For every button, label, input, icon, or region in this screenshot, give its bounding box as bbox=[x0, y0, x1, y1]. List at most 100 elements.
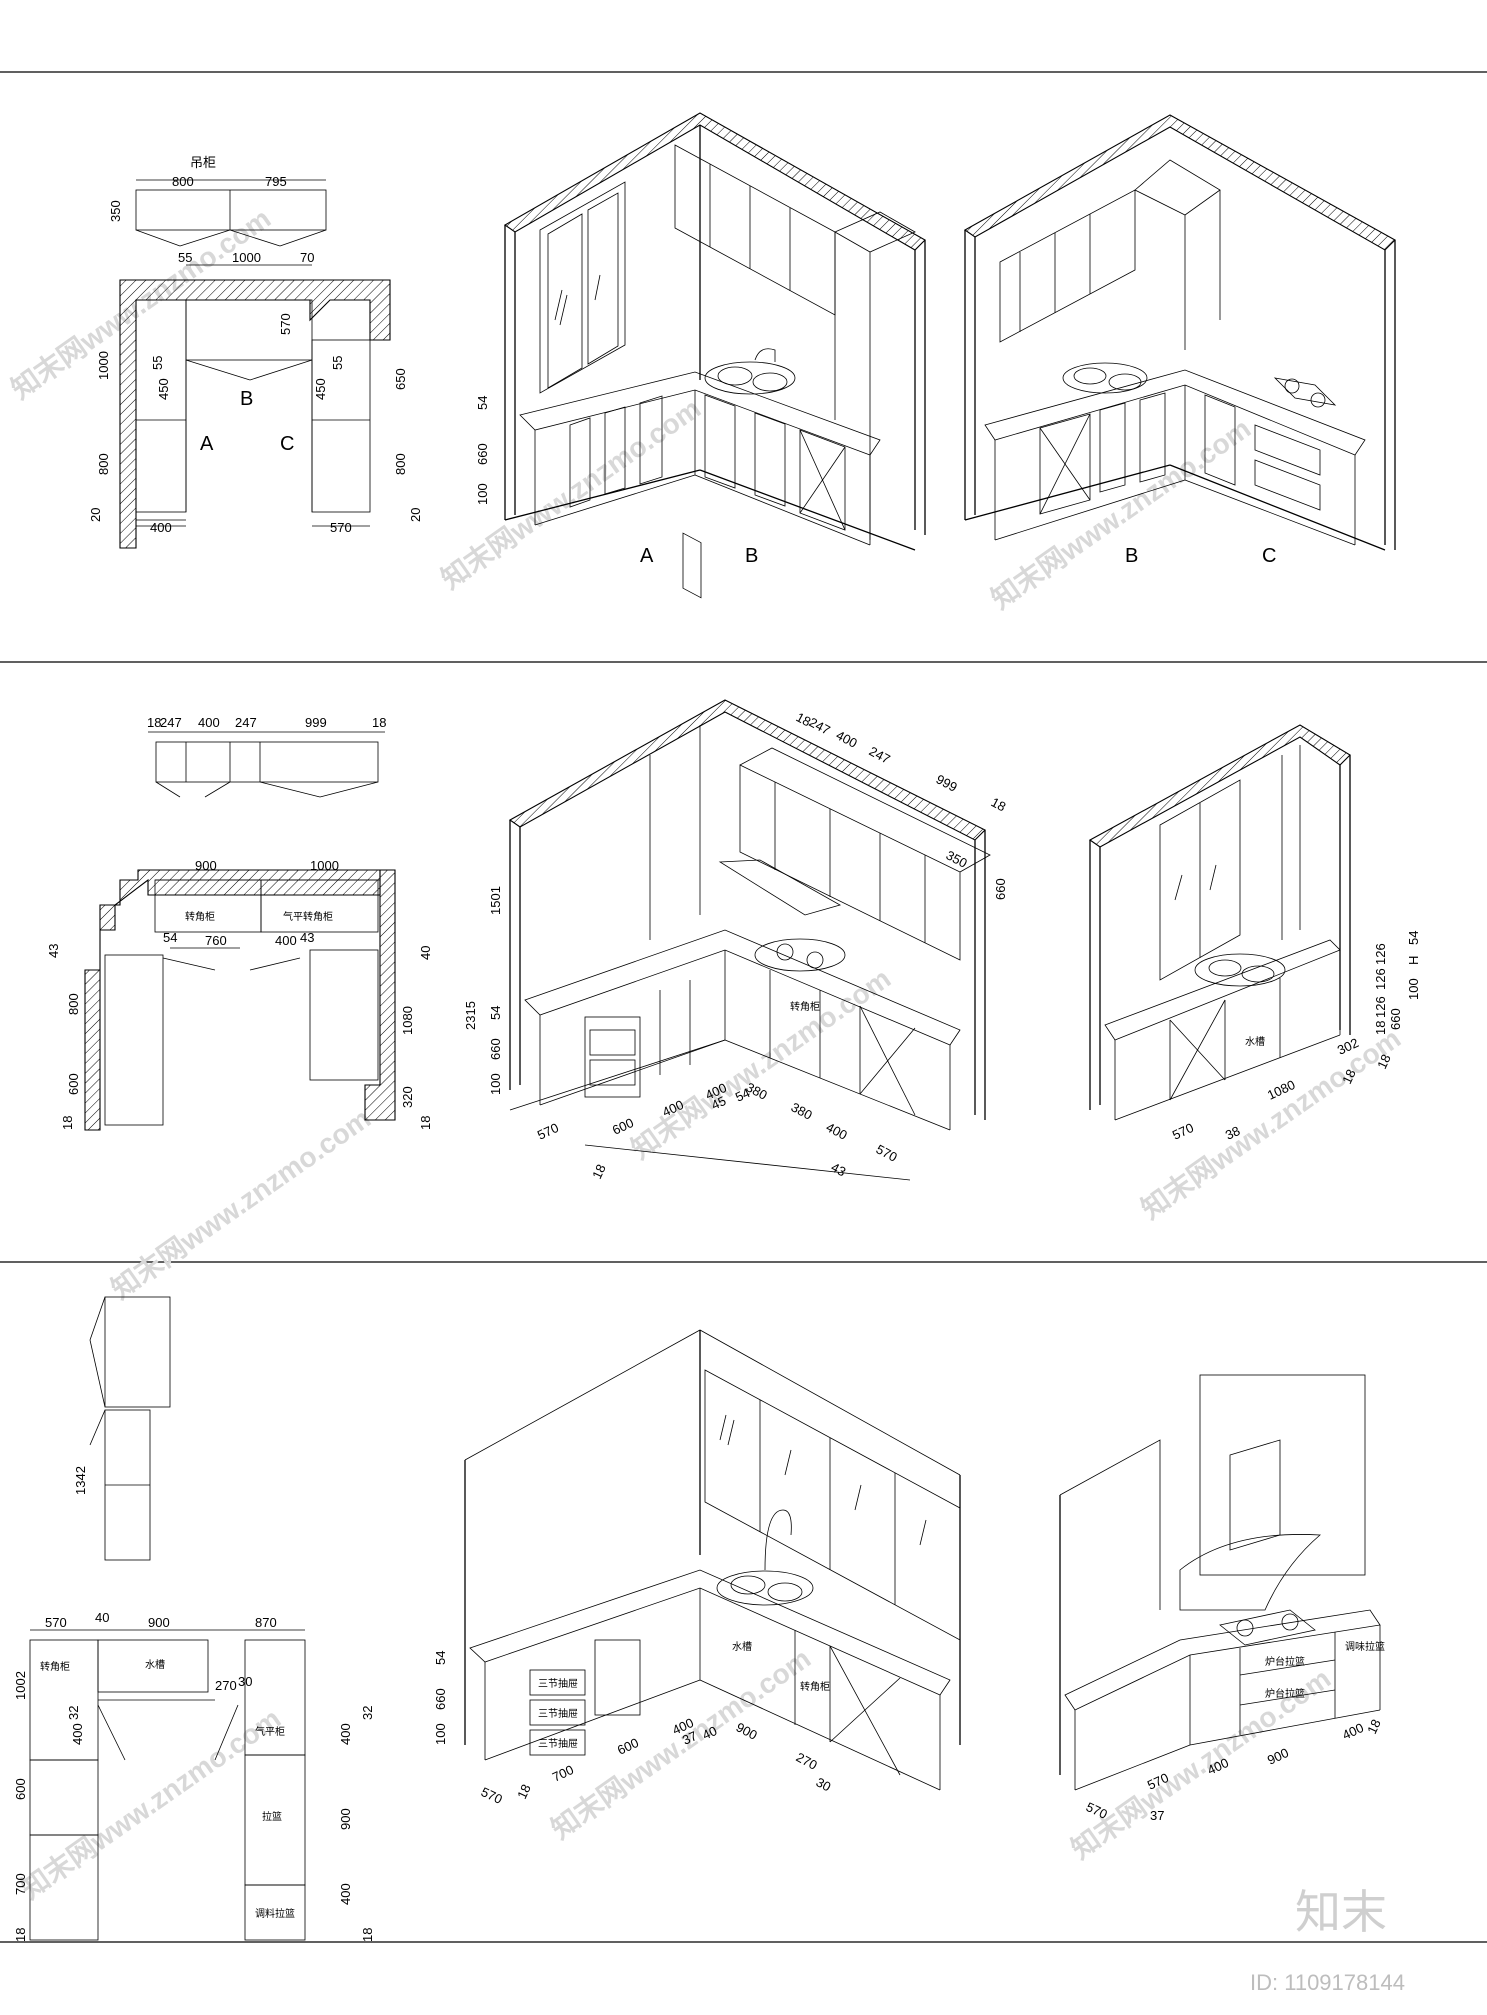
dim-label: 570 bbox=[330, 520, 352, 535]
brand-logo: 知末 bbox=[1295, 1885, 1387, 1939]
watermark: 知末网www.znzmo.com bbox=[545, 1642, 816, 1845]
dim-label: 800 bbox=[172, 174, 194, 189]
dim-label: 570 bbox=[1170, 1120, 1196, 1143]
dim-label: 1000 bbox=[96, 351, 111, 380]
dim-label: 54 bbox=[1406, 931, 1421, 945]
dim-label: 38 bbox=[1223, 1123, 1242, 1143]
watermark: 知末网www.znzmo.com bbox=[1135, 1022, 1406, 1225]
cabinet-label: 水槽 bbox=[732, 1640, 752, 1653]
dim-label: 43 bbox=[829, 1159, 849, 1179]
dim-label: 700 bbox=[13, 1873, 28, 1895]
dim-label: 18 bbox=[514, 1782, 534, 1801]
dim-label: 400 bbox=[275, 933, 297, 948]
dim-label: 900 bbox=[338, 1808, 353, 1830]
dim-label: 吊柜 bbox=[190, 155, 216, 170]
drawer-label: 三节抽屉 bbox=[538, 1677, 578, 1690]
panel1-top-plan: 吊柜 800 795 350 bbox=[108, 155, 327, 247]
dim-label: 20 bbox=[408, 508, 423, 522]
dim-label: 40 bbox=[95, 1610, 109, 1625]
cabinet-label: 气平转角柜 bbox=[283, 910, 333, 923]
cabinet-label: 水槽 bbox=[1245, 1035, 1265, 1048]
dim-label: 43 bbox=[46, 944, 61, 958]
dim-label: 350 bbox=[108, 200, 123, 222]
dim-label: 999 bbox=[934, 771, 960, 794]
dim-label: 70 bbox=[300, 250, 314, 265]
dim-label: 18 bbox=[418, 1116, 433, 1130]
dim-label: 54 bbox=[433, 1651, 448, 1665]
dim-label: 18 bbox=[589, 1162, 609, 1181]
dim-label: 18 bbox=[1364, 1717, 1384, 1736]
dim-label: 45 bbox=[709, 1093, 728, 1113]
dim-label: 18 bbox=[372, 715, 386, 730]
dim-label: H bbox=[1406, 956, 1421, 965]
cabinet-label: 转角柜 bbox=[40, 1660, 70, 1673]
dim-label: 37 bbox=[1150, 1808, 1164, 1823]
view-label: B bbox=[1125, 545, 1138, 567]
cabinet-label: 炉台拉篮 bbox=[1265, 1687, 1305, 1700]
dim-label: 1342 bbox=[73, 1466, 88, 1495]
dim-label: 20 bbox=[88, 508, 103, 522]
dim-label: 55 bbox=[330, 356, 345, 370]
dim-label: 54 bbox=[733, 1085, 752, 1105]
panel3-floor-plan: 570 40 900 870 270 30 1002 32 400 600 70… bbox=[13, 1610, 375, 1942]
panel2-iso-view-right: 水槽 54 H 126 126 126 18 100 660 302 18 18… bbox=[1088, 724, 1421, 1143]
dim-label: 350 bbox=[944, 847, 970, 870]
brand-footer: 知末 ID: 1109178144 bbox=[1250, 1885, 1405, 1995]
panel3-iso-view-right: 炉台拉篮 炉台拉篮 调味拉篮 570 570 37 400 900 400 18 bbox=[1059, 1374, 1385, 1823]
dim-label: 400 bbox=[1340, 1720, 1366, 1743]
view-label: A bbox=[640, 545, 654, 567]
dim-label: 18 bbox=[147, 715, 161, 730]
dim-label: 320 bbox=[400, 1086, 415, 1108]
dim-label: 660 bbox=[1388, 1008, 1403, 1030]
dim-label: 18 bbox=[1374, 1052, 1394, 1071]
panel1-floor-plan: 55 1000 70 1000 800 20 55 450 570 55 450… bbox=[88, 250, 423, 549]
dim-label: 40 bbox=[700, 1723, 719, 1743]
dim-label: 800 bbox=[66, 993, 81, 1015]
dim-label: 55 bbox=[150, 356, 165, 370]
dim-label: 450 bbox=[156, 378, 171, 400]
image-id: ID: 1109178144 bbox=[1250, 1970, 1405, 1995]
dim-label: 600 bbox=[66, 1073, 81, 1095]
dim-label: 54 bbox=[475, 396, 490, 410]
dim-label: 1000 bbox=[232, 250, 261, 265]
watermark: 知末网www.znzmo.com bbox=[15, 1702, 286, 1905]
dim-label: 570 bbox=[535, 1120, 561, 1143]
cabinet-label: 转角柜 bbox=[800, 1680, 830, 1693]
dim-label: 650 bbox=[393, 368, 408, 390]
watermark: 知末网www.znzmo.com bbox=[5, 202, 276, 405]
dim-label: 32 bbox=[66, 1706, 81, 1720]
dim-label: 40 bbox=[418, 946, 433, 960]
cabinet-label: 转角柜 bbox=[790, 1000, 820, 1013]
dim-label: 570 bbox=[45, 1615, 67, 1630]
drawer-label: 三节抽屉 bbox=[538, 1707, 578, 1720]
cabinet-label: 转角柜 bbox=[185, 910, 215, 923]
panel2-floor-plan: 900 1000 转角柜 气平转角柜 54 760 400 43 43 800 … bbox=[46, 858, 433, 1131]
dim-label: 600 bbox=[13, 1778, 28, 1800]
dim-label: 400 bbox=[70, 1723, 85, 1745]
dim-label: 247 bbox=[867, 743, 893, 766]
panel3-iso-view-main: 三节抽屉 三节抽屉 三节抽屉 水槽 转角柜 54 660 100 570 18 … bbox=[433, 1329, 961, 1807]
dim-label: 600 bbox=[615, 1735, 641, 1758]
dim-label: 1002 bbox=[13, 1671, 28, 1700]
dim-label: 400 bbox=[338, 1723, 353, 1745]
zone-label: C bbox=[280, 433, 294, 455]
dim-label: 247 bbox=[235, 715, 257, 730]
drawer-label: 三节抽屉 bbox=[538, 1737, 578, 1750]
dim-label: 18 bbox=[794, 709, 814, 729]
dim-label: 400 bbox=[338, 1883, 353, 1905]
dim-label: 100 bbox=[488, 1073, 503, 1095]
dim-label: 18 bbox=[13, 1928, 28, 1942]
dim-label: 660 bbox=[993, 878, 1008, 900]
dim-label: 100 bbox=[475, 483, 490, 505]
view-label: B bbox=[745, 545, 758, 567]
view-label: C bbox=[1262, 545, 1276, 567]
dim-label: 570 bbox=[874, 1141, 900, 1164]
watermark: 知末网www.znzmo.com bbox=[105, 1102, 376, 1305]
dim-label: 126 bbox=[1373, 968, 1388, 990]
cabinet-label: 调料拉篮 bbox=[255, 1907, 295, 1920]
dim-label: 900 bbox=[195, 858, 217, 873]
dim-label: 1000 bbox=[310, 858, 339, 873]
panel2-iso-view-main: 转角柜 2315 1501 54 660 100 18 247 400 247 … bbox=[463, 699, 1008, 1181]
dim-label: 900 bbox=[148, 1615, 170, 1630]
